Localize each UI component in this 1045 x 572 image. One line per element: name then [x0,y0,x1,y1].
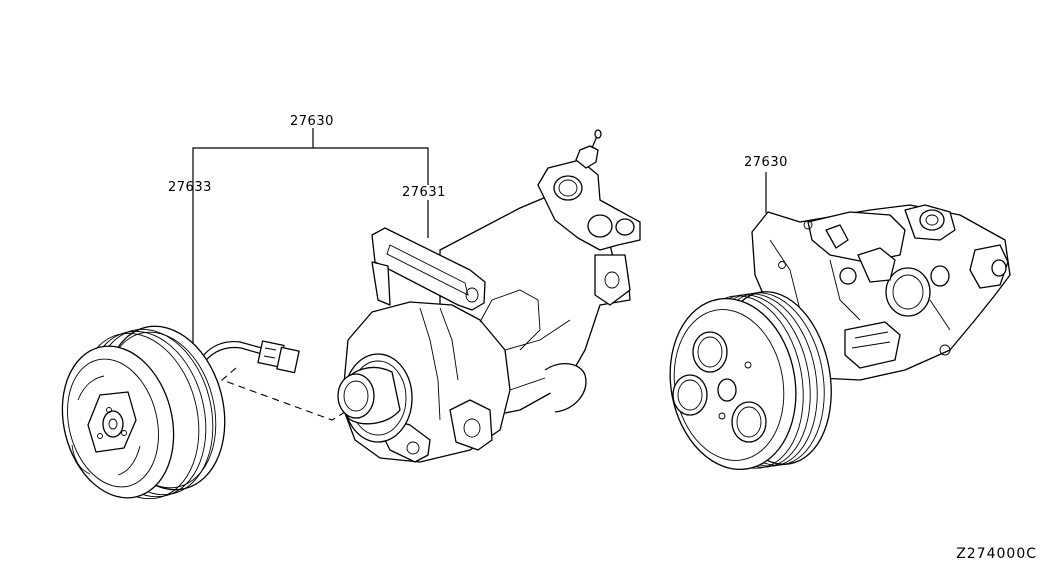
clutch-connector [257,340,300,374]
leader-lines [192,128,767,345]
diagram-reference-code: Z274000C [956,546,1037,562]
dashed-link [220,367,346,421]
assembly-drawing [669,204,1011,471]
clutch-pulley-drawing [61,325,300,500]
label-assembly-right: 27630 [744,155,788,170]
label-compressor: 27631 [402,185,446,200]
compressor-drawing [337,129,641,463]
label-clutch: 27633 [168,180,212,195]
label-assembly: 27630 [290,114,334,129]
